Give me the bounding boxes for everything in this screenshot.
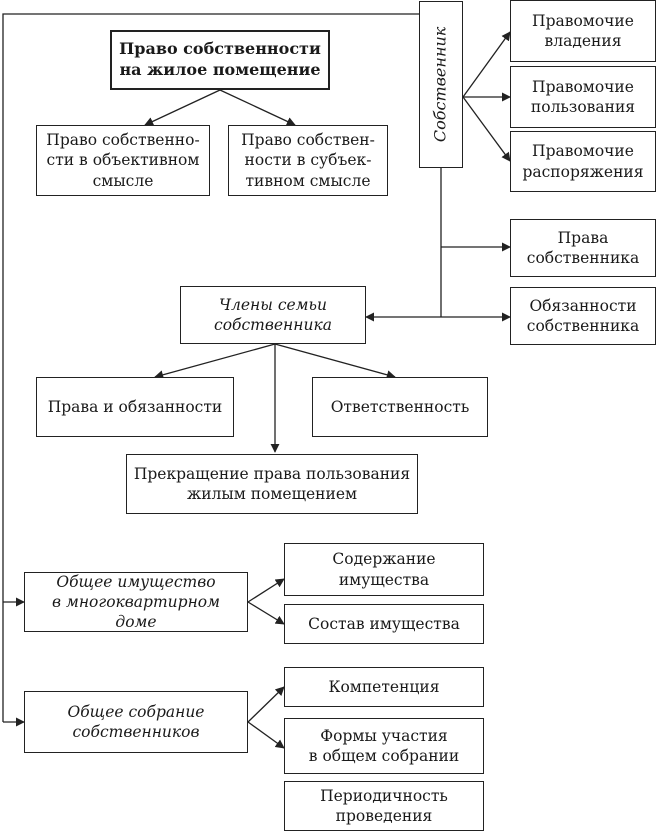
maintenance-box: Содержание имущества [284, 543, 484, 596]
arrow-root-objective [144, 89, 221, 126]
periodicity-box: Периодичность проведения [284, 781, 484, 831]
possession-label: Правомочие владения [532, 11, 634, 50]
arrow-family-liability [274, 343, 396, 380]
owner-duties-box: Обязанности собственника [510, 287, 656, 345]
maintenance-label: Содержание имущества [332, 550, 436, 589]
arrow-owner-possession [462, 31, 511, 98]
termination-box: Прекращение права пользования жилым поме… [126, 454, 418, 514]
general-meeting-label: Общее собрание собственников [67, 702, 205, 741]
owner-rights-box: Права собственника [510, 219, 656, 277]
family-box: Члены семьи собственника [180, 286, 366, 344]
owner-rights-label: Права собственника [526, 228, 640, 267]
competence-label: Компетенция [328, 677, 440, 696]
disposal-box: Правомочие распоряжения [510, 131, 656, 192]
owner-box: Собственник [419, 1, 463, 168]
arrow-root-subjective [219, 89, 296, 126]
disposal-label: Правомочие распоряжения [522, 142, 644, 181]
line-left-frame [2, 13, 419, 722]
composition-box: Состав имущества [284, 604, 484, 644]
participation-forms-box: Формы участия в общем собрании [284, 718, 484, 774]
termination-label: Прекращение права пользования жилым поме… [133, 464, 411, 503]
rights-duties-box: Права и обязанности [36, 377, 234, 437]
objective-box: Право собственно- сти в объективном смыс… [36, 125, 210, 196]
common-property-label: Общее имущество в многоквартирном доме [52, 572, 220, 632]
subjective-box: Право собствен- ности в субъек- тивном с… [228, 125, 388, 196]
arrow-meeting-competence [247, 686, 285, 723]
owner-duties-label: Обязанности собственника [526, 296, 640, 335]
subjective-label: Право собствен- ности в субъек- тивном с… [241, 131, 375, 190]
arrow-owner-disposal [462, 96, 511, 162]
competence-box: Компетенция [284, 667, 484, 707]
liability-label: Ответственность [330, 397, 470, 416]
arrow-common-composition [247, 601, 285, 625]
participation-forms-label: Формы участия в общем собрании [308, 726, 460, 765]
possession-box: Правомочие владения [510, 0, 656, 62]
owner-label: Собственник [430, 26, 450, 143]
rights-duties-label: Права и обязанности [47, 397, 223, 416]
periodicity-label: Периодичность проведения [320, 786, 448, 825]
general-meeting-box: Общее собрание собственников [24, 691, 248, 753]
use-label: Правомочие пользования [530, 77, 636, 116]
liability-box: Ответственность [312, 377, 488, 437]
objective-label: Право собственно- сти в объективном смыс… [46, 131, 200, 190]
composition-label: Состав имущества [308, 614, 460, 633]
arrow-family-rights-duties [154, 343, 276, 380]
family-label: Члены семьи собственника [214, 295, 332, 334]
arrow-common-maintenance [247, 578, 285, 603]
use-box: Правомочие пользования [510, 66, 656, 128]
root-box: Право собственности на жилое помещение [110, 30, 330, 90]
root-label: Право собственности на жилое помещение [119, 39, 321, 79]
arrow-meeting-forms [247, 721, 285, 749]
common-property-box: Общее имущество в многоквартирном доме [24, 572, 248, 632]
